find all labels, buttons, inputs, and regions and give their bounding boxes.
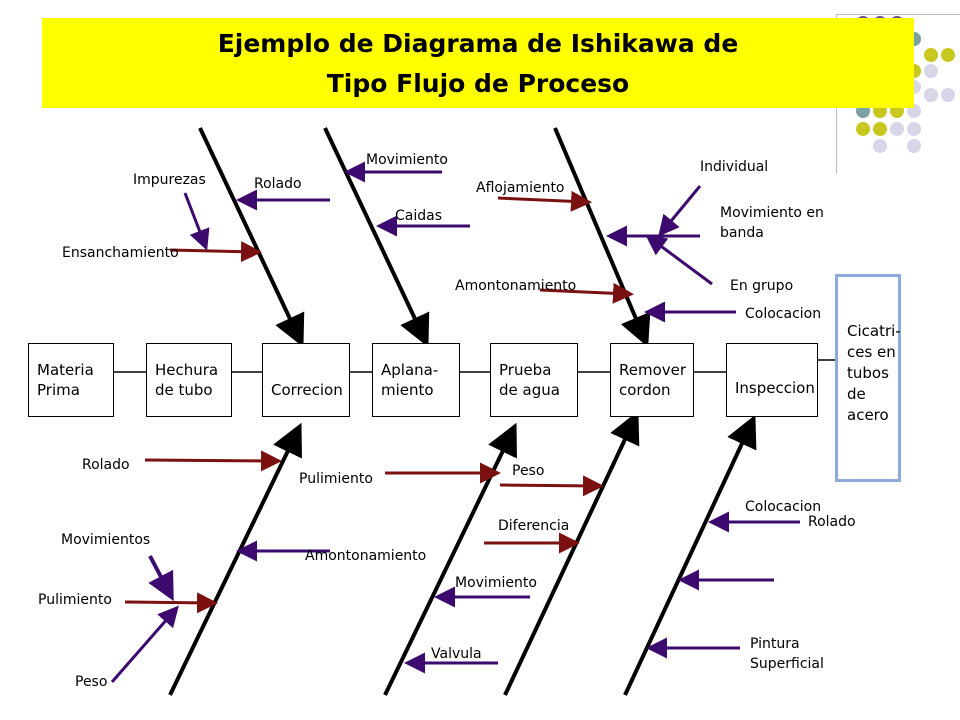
corner-grid-horizontal (836, 14, 960, 15)
process-step-correcion: Correcion (262, 343, 350, 417)
process-step-label: Prueba de agua (499, 361, 560, 399)
process-step-remover-cordon: Remover cordon (610, 343, 694, 417)
cause-peso-center: Peso (512, 463, 545, 479)
cause-en-grupo: En grupo (730, 278, 794, 294)
spine-top-correcion (198, 127, 305, 348)
process-step-label: Inspeccion (735, 379, 815, 397)
cause-movimientos: Movimientos (61, 532, 151, 548)
cause-diferencia: Diferencia (498, 518, 570, 534)
process-step-materia-prima: Materia Prima (28, 343, 114, 417)
process-step-label: Remover cordon (619, 361, 687, 399)
title-line-2: Tipo Flujo de Proceso (326, 69, 630, 98)
spine-bottom-remover (503, 410, 640, 696)
cause-pulimiento-center: Pulimiento (299, 471, 373, 487)
cause-caidas: Caidas (395, 208, 443, 224)
spine-top-aplanamiento (323, 127, 430, 348)
spine-bottom-correcion (168, 422, 302, 696)
process-step-label: Correcion (271, 381, 343, 399)
cause-movimiento-top: Movimiento (366, 152, 448, 168)
process-step-aplanamiento: Aplana- miento (372, 343, 460, 417)
cause-peso-left: Peso (75, 674, 108, 690)
process-step-label: Materia Prima (37, 361, 94, 399)
cause-valvula: Valvula (431, 646, 482, 662)
cause-pintura-superficial: Pintura Superficial (750, 636, 824, 672)
title-line-1: Ejemplo de Diagrama de Ishikawa de (217, 29, 739, 58)
process-step-label: Hechura de tubo (155, 361, 219, 399)
cause-ensanchamiento: Ensanchamiento (62, 245, 179, 261)
cause-amontonamiento-bottom: Amontonamiento (305, 548, 427, 564)
cause-rolado-bottom: Rolado (82, 457, 130, 473)
cause-colocacion-top: Colocacion (745, 306, 822, 322)
cause-rolado-top: Rolado (254, 176, 302, 192)
spine-bottom-inspeccion (623, 414, 757, 696)
final-result-label: Cicatri- ces en tubos de acero (847, 322, 901, 424)
cause-rolado-right: Rolado (808, 514, 856, 530)
cause-colocacion-bottom: Colocacion (745, 499, 822, 515)
spine-top-remover (553, 127, 651, 348)
cause-amontonamiento-top: Amontonamiento (455, 278, 577, 294)
cause-impurezas: Impurezas (133, 172, 206, 188)
process-step-prueba-de-agua: Prueba de agua (490, 343, 578, 417)
cause-movimiento-bottom: Movimiento (455, 575, 537, 591)
process-step-inspeccion: Inspeccion (726, 343, 818, 417)
final-result-box: Cicatri- ces en tubos de acero (835, 274, 901, 482)
process-step-label: Aplana- miento (381, 361, 439, 399)
cause-individual: Individual (700, 159, 769, 175)
title-banner: Ejemplo de Diagrama de Ishikawa de Tipo … (42, 18, 914, 108)
cause-movimiento-en-banda: Movimiento en banda (720, 205, 824, 241)
cause-pulimiento-left: Pulimiento (38, 592, 112, 608)
cause-aflojamiento: Aflojamiento (476, 180, 565, 196)
process-step-hechura-de-tubo: Hechura de tubo (146, 343, 232, 417)
process-connectors (113, 359, 838, 373)
